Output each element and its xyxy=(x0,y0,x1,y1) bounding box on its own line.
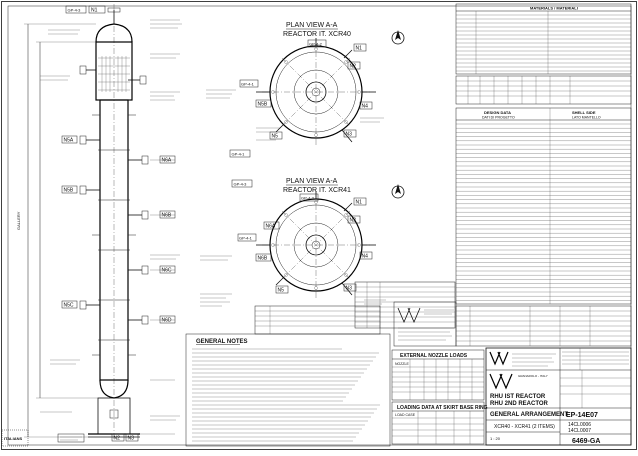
plan-b-nozzle-n4: N4 xyxy=(362,254,369,260)
shell-side-subtitle: LATO MANTELLO xyxy=(572,116,601,120)
plan-a-nozzle-n5b: N5B xyxy=(258,102,268,108)
plan-a-nozzle-n2: N2 xyxy=(350,64,357,70)
tag-gp3-label: GP-4-3 xyxy=(68,8,82,13)
title-project-1: RHU IST REACTOR xyxy=(490,394,546,400)
plan-b-nozzle-n1: N1 xyxy=(356,200,363,206)
plan-b-nozzle-n5: N5 xyxy=(278,288,285,294)
materials-table: MATERIALS / MATERIALI xyxy=(455,3,632,75)
title-ref-2: 14CL0007 xyxy=(568,428,591,434)
nozzle-n5c-label: N5C xyxy=(64,303,74,309)
plan-b-nozzle-n6b: N6B xyxy=(258,256,268,262)
title-sheet-number: 6469-GA xyxy=(572,438,600,445)
plan-a-tag-gp2: GP-4-2 xyxy=(309,42,323,47)
plan-a-subtitle: REACTOR IT. XCR40 xyxy=(283,31,351,38)
plan-a-tag-gp1: GP-4-1 xyxy=(241,82,255,87)
title-drawing-name: GENERAL ARRANGEMENT xyxy=(490,412,568,418)
materials-notes-block xyxy=(254,305,381,335)
nozzle-n5b-label: N5B xyxy=(64,188,74,194)
external-nozzle-loads-table: EXTERNAL NOZZLE LOADS NOZZLE xyxy=(391,349,485,401)
title-block: GRANAROLO - ITALY RHU IST REACTOR RHU 2N… xyxy=(485,347,632,446)
inspection-table xyxy=(455,305,632,347)
stamp: ITALIANS xyxy=(1,429,29,447)
plan-view-xcr41: PLAN VIEW A-A REACTOR IT. XCR41 GP-4-1 G… xyxy=(200,178,386,307)
nozzle-n6b-label: N6B xyxy=(162,213,172,219)
title-ref-1: 14CL0006 xyxy=(568,422,591,428)
elevation-view xyxy=(24,4,182,440)
nozzle-n5a-label: N5A xyxy=(64,138,74,144)
general-notes-title: GENERAL NOTES xyxy=(196,339,248,345)
nozzle-n6d-label: N6D xyxy=(162,318,172,324)
plan-a-nozzle-n1: N1 xyxy=(356,46,363,52)
skirt-title: LOADING DATA AT SKIRT BASE RING xyxy=(397,405,488,411)
design-data-table: DESIGN DATA DATI DI PROGETTO SHELL SIDE … xyxy=(455,107,632,305)
north-arrow-1 xyxy=(391,30,405,45)
plan-a-title: PLAN VIEW A-A xyxy=(286,22,338,29)
stamp-text: ITALIANS xyxy=(4,436,22,441)
nozzle-n1-label: N1 xyxy=(91,8,98,14)
vendor-block xyxy=(393,301,457,347)
nozzle-n3-label: N3 xyxy=(128,436,135,442)
plan-a-nozzle-n5: N5 xyxy=(272,134,279,140)
plan-a-nozzle-n4: N4 xyxy=(362,104,369,110)
title-project-2: RHU 2ND REACTOR xyxy=(490,401,549,407)
plan-b-subtitle: REACTOR IT. XCR41 xyxy=(283,187,351,194)
plan-a-tag-gp1-b: GP-4-1 xyxy=(232,152,246,157)
title-drawing-number: EP-14E07 xyxy=(566,412,598,419)
plan-b-tag-gp2: GP-4-2 xyxy=(301,196,315,201)
plan-b-title: PLAN VIEW A-A xyxy=(286,178,338,185)
materials-title: MATERIALS / MATERIALI xyxy=(530,6,578,11)
shell-side-title: SHELL SIDE xyxy=(572,110,596,115)
nozzle-n6c-label: N6C xyxy=(162,268,172,274)
nozzle-list-table xyxy=(455,75,632,105)
skirt-sub: LOAD CASE xyxy=(395,413,416,417)
title-items: XCR40 - XCR41 (2 ITEMS) xyxy=(494,424,555,430)
nozzle-loads-title: EXTERNAL NOZZLE LOADS xyxy=(400,353,468,359)
plan-b-nozzle-n3: N3 xyxy=(346,286,353,292)
nozzle-schedule-table xyxy=(354,281,456,329)
skirt-loading-table: LOADING DATA AT SKIRT BASE RING LOAD CAS… xyxy=(391,401,488,445)
design-data-title: DESIGN DATA xyxy=(484,110,511,115)
plan-b-tag-gp1: GP-4-1 xyxy=(239,236,253,241)
plan-b-tag-gp3: GP-4-3 xyxy=(234,182,248,187)
plan-b-nozzle-n6a: N6A xyxy=(266,224,276,230)
nozzle-n2-label: N2 xyxy=(114,436,121,442)
title-location: GRANAROLO - ITALY xyxy=(518,374,548,378)
plan-b-nozzle-n2: N2 xyxy=(350,218,357,224)
inner-border xyxy=(7,5,632,446)
plan-view-xcr40: PLAN VIEW A-A REACTOR IT. XCR40 GP-4-1 G… xyxy=(206,22,384,158)
nozzle-loads-col: NOZZLE xyxy=(395,362,409,366)
gallery-label: GALLERY xyxy=(16,211,21,230)
nozzle-tags-elevation: N1 GP-4-3 N5A N5B N5C N6A N6B N6C N6D N3… xyxy=(57,5,176,443)
title-scale: 1 : 20 xyxy=(490,436,501,441)
nozzle-n6a-label: N6A xyxy=(162,158,172,164)
general-notes: GENERAL NOTES xyxy=(185,333,391,447)
design-data-subtitle: DATI DI PROGETTO xyxy=(482,116,515,120)
north-arrow-2 xyxy=(391,184,405,199)
plan-a-nozzle-n3: N3 xyxy=(346,132,353,138)
